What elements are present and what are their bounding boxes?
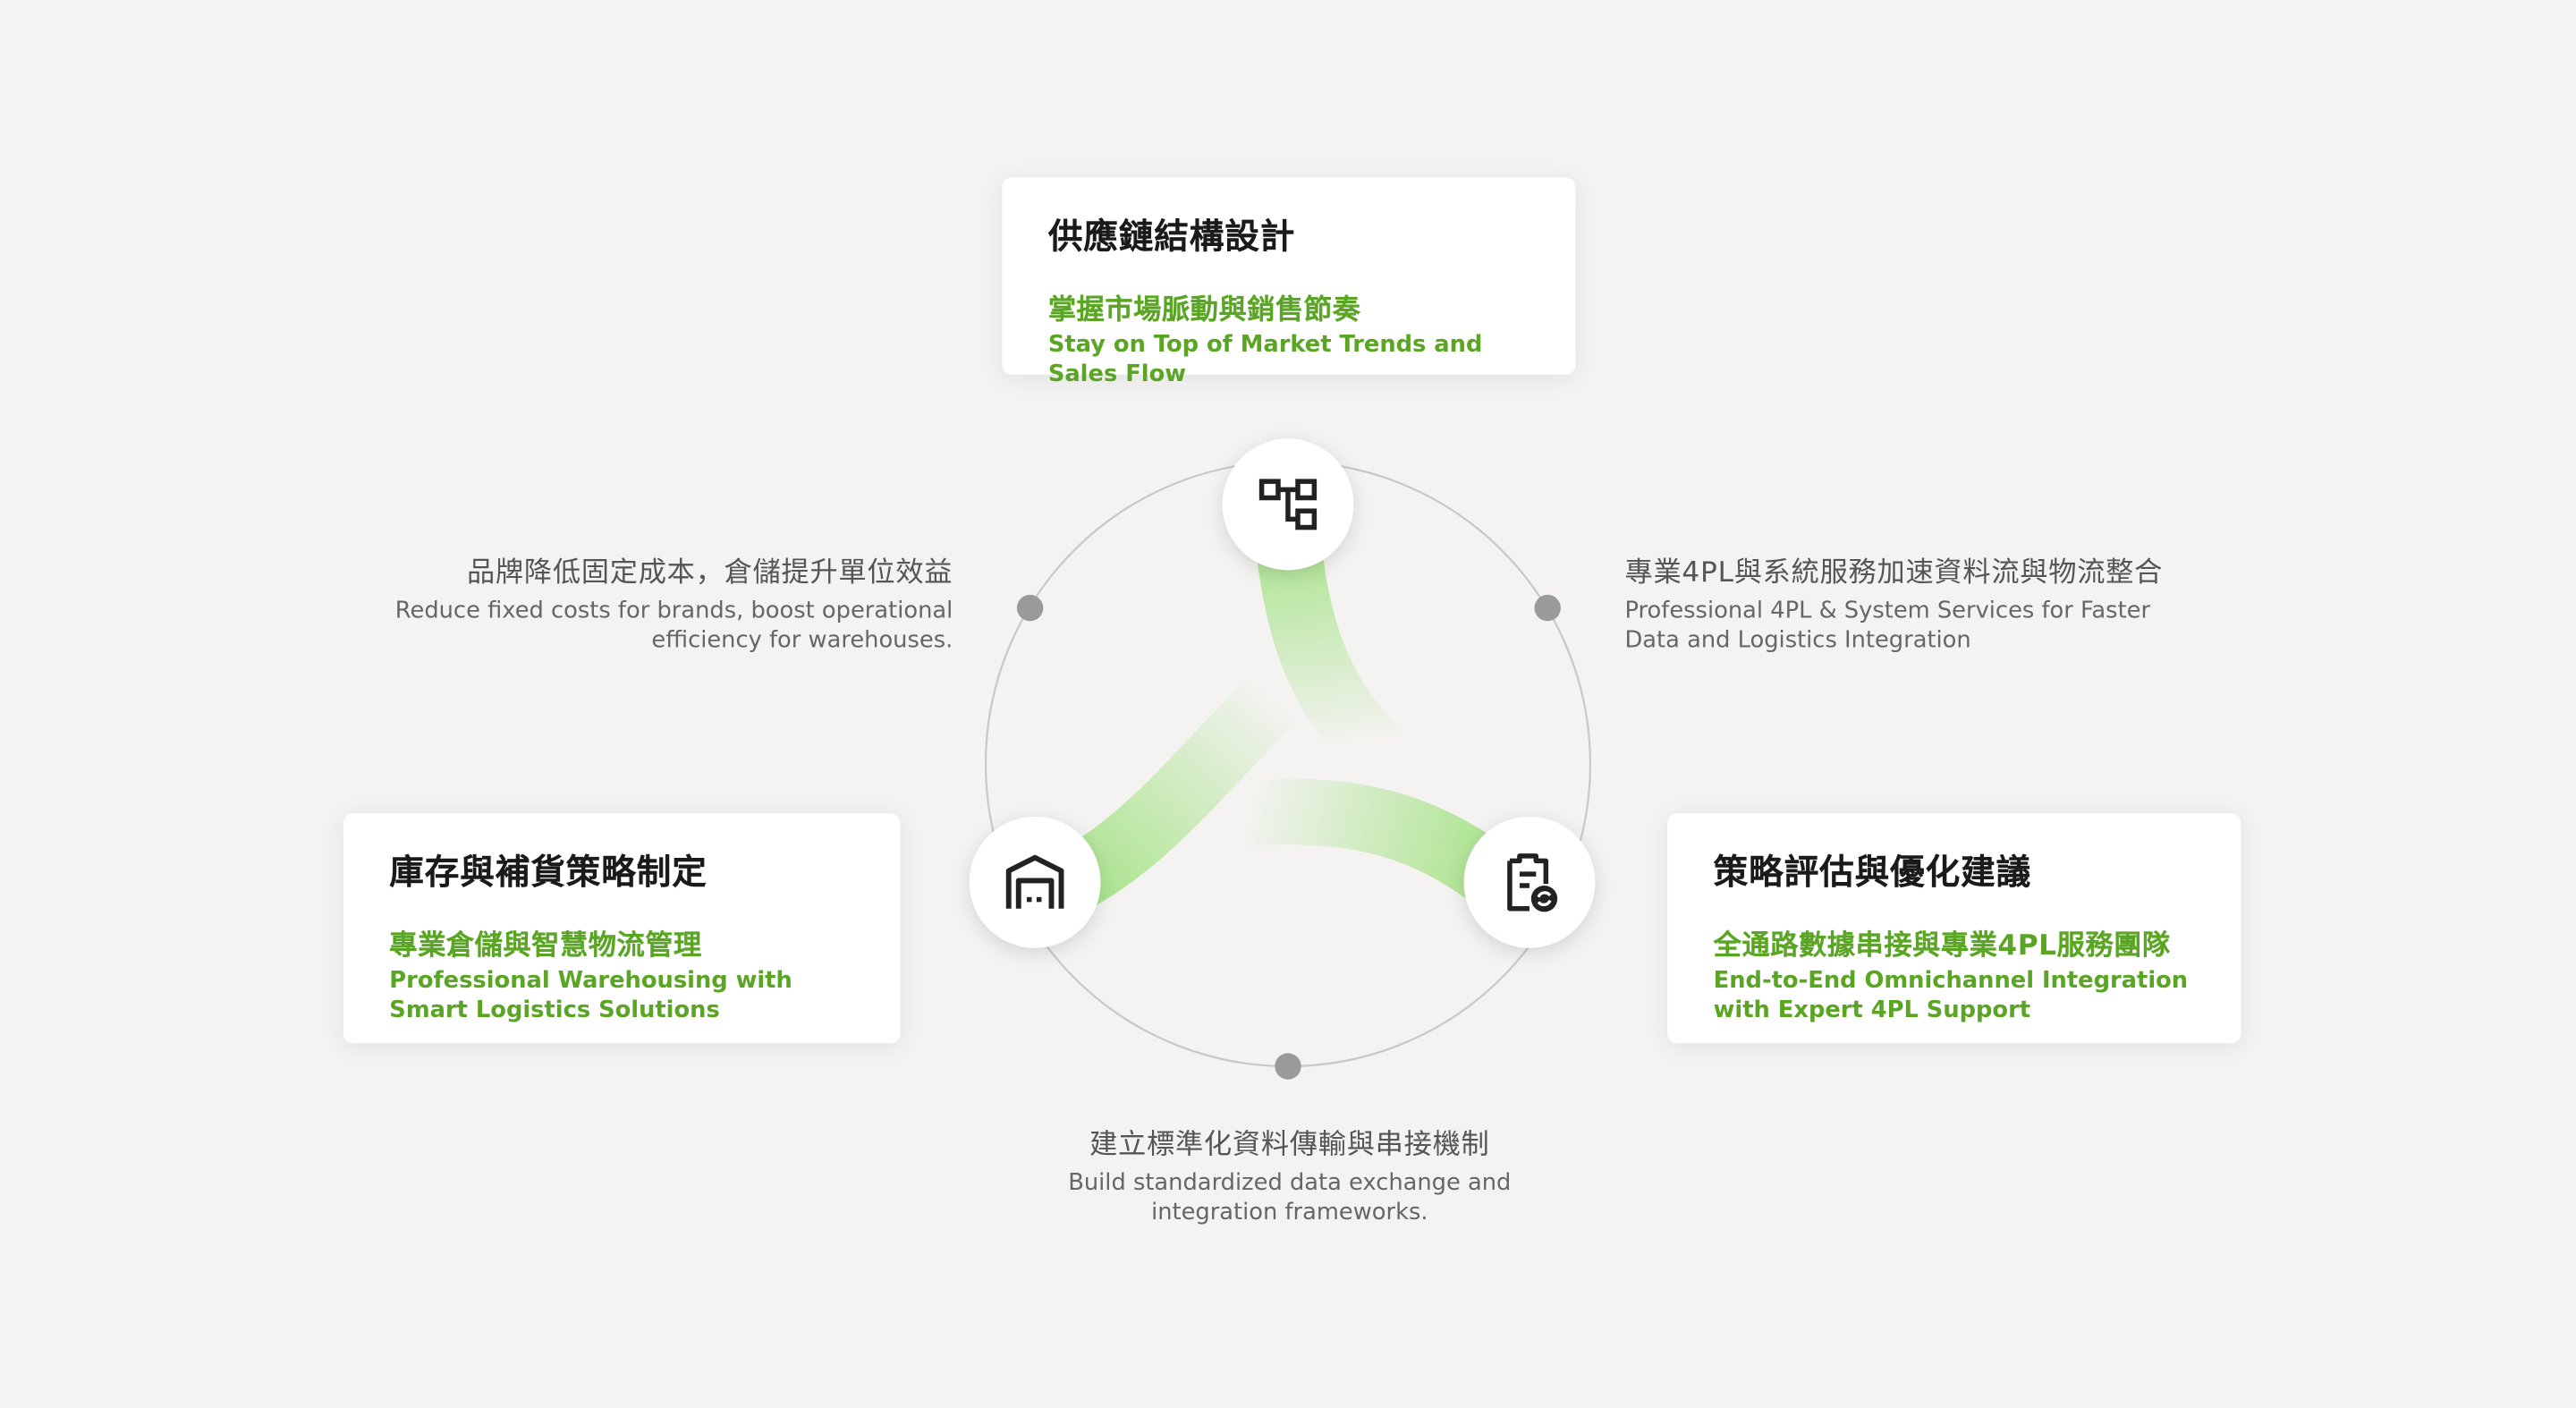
ribbon-right (1216, 778, 1529, 912)
clipboard-sync-icon (1507, 853, 1558, 912)
card-subtitle-en: End-to-End Omnichannel Integration with … (1713, 967, 2189, 1024)
card-inventory-strategy: 庫存與補貨策略制定 專業倉儲與智慧物流管理 Professional Wareh… (343, 813, 901, 1044)
card-title: 策略評估與優化建議 (1713, 852, 2032, 893)
hierarchy-structure-icon (1258, 479, 1318, 530)
card-title: 供應鏈結構設計 (1047, 216, 1296, 257)
card-supply-chain-design: 供應鏈結構設計 掌握市場脈動與銷售節奏 Stay on Top of Marke… (1002, 177, 1576, 387)
warehouse-icon (1005, 854, 1064, 909)
node-top (1222, 438, 1354, 571)
note-zh: 專業4PL與系統服務加速資料流與物流整合 (1624, 556, 2164, 590)
ribbon-left (1043, 665, 1307, 912)
note-data-standards: 建立標準化資料傳輸與串接機制 Build standardized data e… (1035, 1121, 1544, 1227)
card-subtitle-zh: 專業倉儲與智慧物流管理 (389, 929, 702, 963)
card-subtitle-zh: 掌握市場脈動與銷售節奏 (1047, 293, 1361, 327)
ring-dot-right (1534, 594, 1561, 622)
ribbon-top (1255, 509, 1413, 789)
note-en: Professional 4PL & System Services for F… (1624, 598, 2151, 655)
card-subtitle-en: Stay on Top of Market Trends and Sales F… (1047, 332, 1483, 388)
card-subtitle-en: Professional Warehousing with Smart Logi… (389, 967, 792, 1024)
note-en: Reduce fixed costs for brands, boost ope… (394, 598, 953, 655)
note-4pl-integration: 專業4PL與系統服務加速資料流與物流整合 Professional 4PL & … (1624, 548, 2191, 655)
ring-dot-left (1016, 594, 1044, 622)
card-subtitle-zh: 全通路數據串接與專業4PL服務團隊 (1713, 929, 2171, 963)
node-left (969, 816, 1101, 948)
note-zh: 品牌降低固定成本，倉儲提升單位效益 (466, 556, 953, 590)
ring-dot-bottom (1275, 1053, 1301, 1080)
note-zh: 建立標準化資料傳輸與串接機制 (1089, 1128, 1490, 1162)
node-right (1463, 816, 1596, 948)
note-cost-reduction: 品牌降低固定成本，倉儲提升單位效益 Reduce fixed costs for… (377, 548, 953, 655)
note-en: Build standardized data exchange and int… (1068, 1169, 1512, 1226)
card-title: 庫存與補貨策略制定 (389, 852, 708, 893)
card-strategy-evaluation: 策略評估與優化建議 全通路數據串接與專業4PL服務團隊 End-to-End O… (1667, 813, 2241, 1044)
